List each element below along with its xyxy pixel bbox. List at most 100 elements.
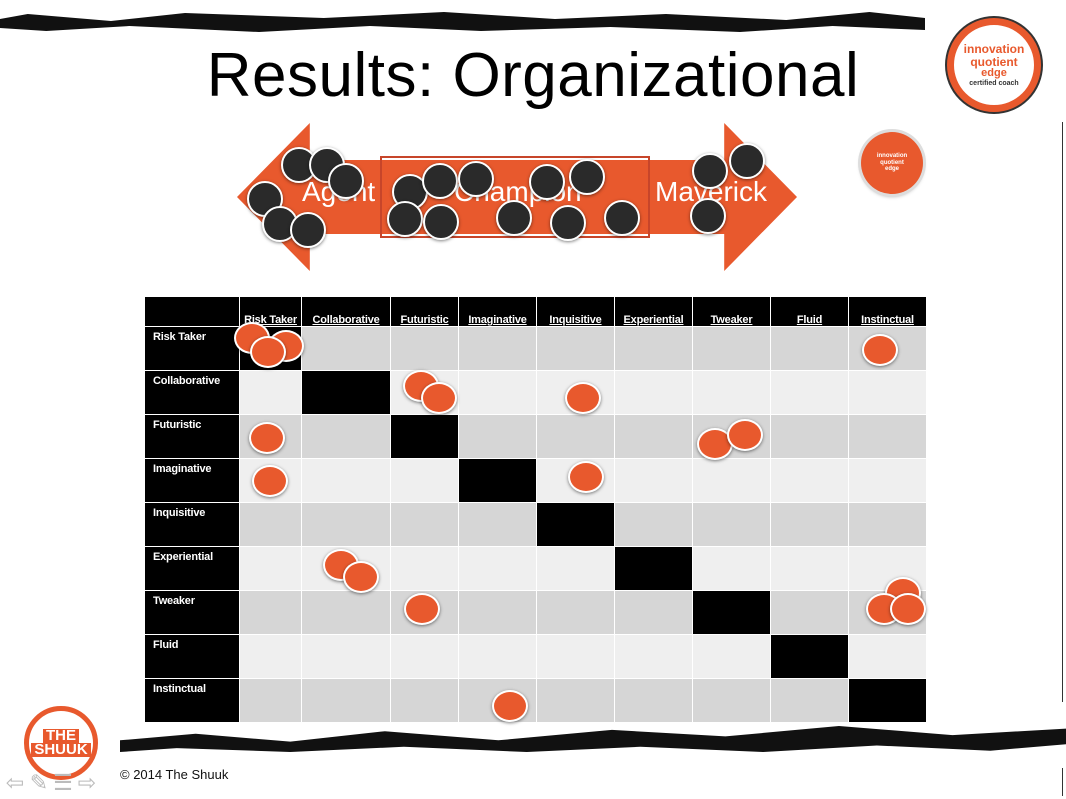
column-header: Tweaker (692, 296, 771, 327)
logo-line: edge (981, 67, 1007, 80)
response-dot (422, 163, 458, 199)
response-dot (862, 334, 898, 366)
matrix-cell (301, 326, 391, 371)
matrix-cell (301, 678, 391, 723)
matrix-cell (614, 546, 693, 591)
matrix-cell (301, 370, 391, 415)
row-header: Collaborative (144, 370, 240, 415)
matrix-cell (239, 678, 302, 723)
logo-line: quotient (880, 159, 904, 166)
matrix-cell (770, 458, 849, 503)
matrix-cell (770, 326, 849, 371)
response-dot (249, 422, 285, 454)
matrix-cell (390, 546, 459, 591)
matrix-cell (390, 414, 459, 459)
matrix-cell (848, 458, 927, 503)
matrix-cell (390, 634, 459, 679)
matrix-cell (770, 502, 849, 547)
row-header: Futuristic (144, 414, 240, 459)
response-dot (423, 204, 459, 240)
matrix-cell (239, 502, 302, 547)
matrix-cell (239, 370, 302, 415)
matrix-cell (390, 326, 459, 371)
matrix-cell (301, 502, 391, 547)
matrix-cell (458, 370, 537, 415)
matrix-cell (390, 502, 459, 547)
response-dot (569, 159, 605, 195)
matrix-cell (848, 414, 927, 459)
column-header: Collaborative (301, 296, 391, 327)
matrix-cell (848, 634, 927, 679)
innovation-quotient-logo: innovation quotient edge certified coach (947, 18, 1041, 112)
column-header: Experiential (614, 296, 693, 327)
innovation-quotient-small-logo: innovation quotient edge (861, 132, 923, 194)
response-dot (404, 593, 440, 625)
matrix-cell (614, 414, 693, 459)
column-header: Futuristic (390, 296, 459, 327)
response-dot (692, 153, 728, 189)
response-dot (252, 465, 288, 497)
row-header: Tweaker (144, 590, 240, 635)
matrix-cell (458, 502, 537, 547)
matrix-cell (692, 370, 771, 415)
arrow-right-icon[interactable]: ⇨ (77, 770, 97, 795)
matrix-cell (536, 546, 615, 591)
menu-icon[interactable]: ☰ (53, 770, 73, 795)
brush-stroke-top (0, 12, 925, 32)
matrix-cell (301, 634, 391, 679)
matrix-cell (692, 458, 771, 503)
response-dot (250, 336, 286, 368)
matrix-row: Experiential (144, 546, 927, 591)
slide-nav: ⇦ ✎ ☰ ⇨ (4, 772, 98, 794)
arrow-left-icon[interactable]: ⇦ (5, 770, 25, 795)
column-header: Instinctual (848, 296, 927, 327)
row-header: Experiential (144, 546, 240, 591)
matrix-cell (301, 414, 391, 459)
matrix-cell (614, 590, 693, 635)
matrix-cell (458, 414, 537, 459)
matrix-cell (536, 590, 615, 635)
column-header: Inquisitive (536, 296, 615, 327)
matrix-cell (614, 678, 693, 723)
matrix-cell (770, 678, 849, 723)
row-header: Inquisitive (144, 502, 240, 547)
matrix-cell (614, 370, 693, 415)
copyright-text: © 2014 The Shuuk (120, 767, 229, 782)
divider-line (1062, 122, 1063, 702)
matrix-cell (614, 634, 693, 679)
response-dot (290, 212, 326, 248)
matrix-cell (536, 678, 615, 723)
matrix-cell (692, 326, 771, 371)
response-dot (604, 200, 640, 236)
matrix-cell (770, 414, 849, 459)
matrix-cell (239, 634, 302, 679)
slide-title: Results: Organizational (206, 41, 860, 110)
matrix-row: Tweaker (144, 590, 927, 635)
matrix-cell (390, 678, 459, 723)
matrix-row: Inquisitive (144, 502, 927, 547)
row-header: Instinctual (144, 678, 240, 723)
matrix-cell (692, 590, 771, 635)
matrix-cell (239, 546, 302, 591)
matrix-cell (458, 546, 537, 591)
matrix-cell (458, 634, 537, 679)
divider-line (1062, 768, 1063, 796)
matrix-corner (144, 296, 240, 327)
pen-icon[interactable]: ✎ (29, 770, 49, 795)
response-dot (729, 143, 765, 179)
matrix-cell (692, 502, 771, 547)
matrix-cell (536, 414, 615, 459)
matrix-cell (848, 370, 927, 415)
logo-line: certified coach (969, 79, 1019, 87)
matrix-cell (458, 326, 537, 371)
matrix-cell (848, 326, 927, 371)
matrix-cell (390, 458, 459, 503)
row-header: Fluid (144, 634, 240, 679)
matrix-cell (301, 590, 391, 635)
response-dot (690, 198, 726, 234)
matrix-cell (614, 326, 693, 371)
matrix-cell (692, 546, 771, 591)
matrix-cell (770, 590, 849, 635)
matrix-cell (536, 326, 615, 371)
logo-line: quotient (970, 54, 1018, 69)
